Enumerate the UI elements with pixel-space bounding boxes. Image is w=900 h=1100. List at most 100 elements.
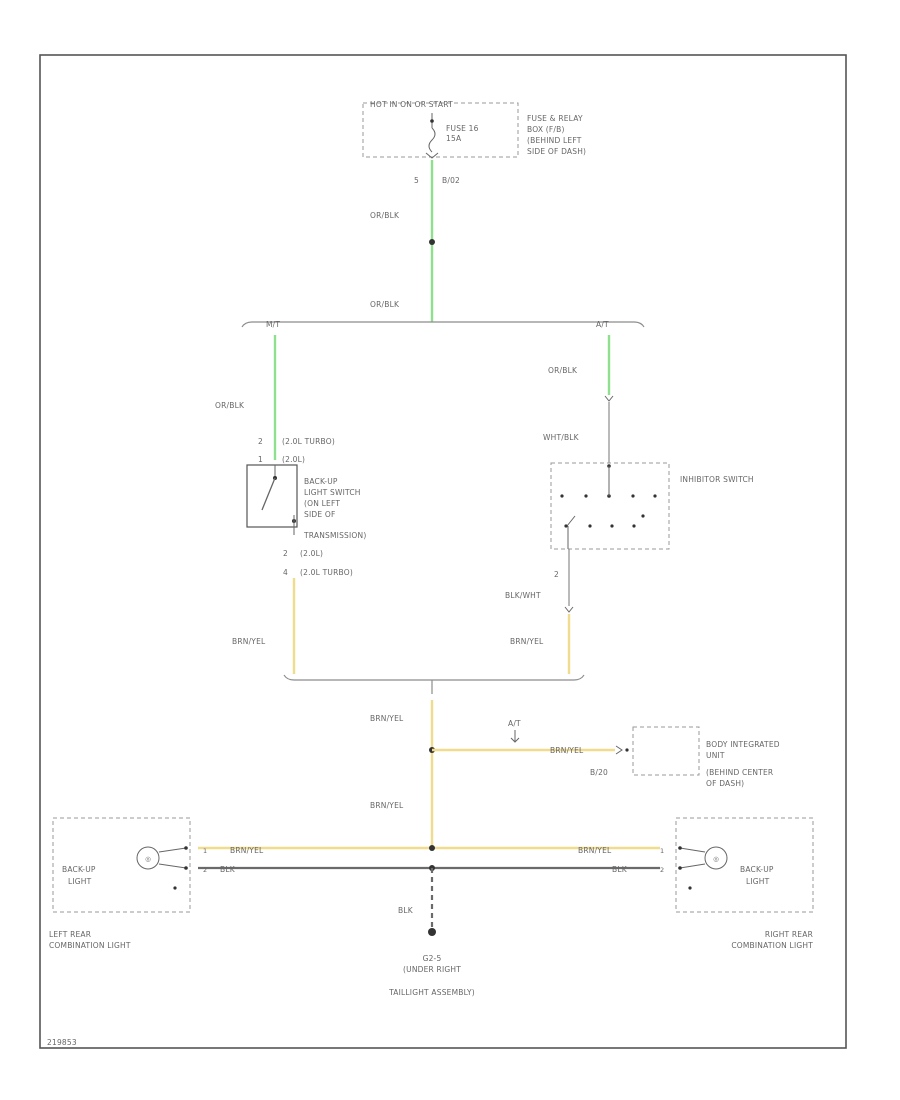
right-lamp-label-1: BACK-UP bbox=[740, 865, 774, 874]
fuse-rating: 15A bbox=[446, 134, 462, 143]
right-lamp-title-1: RIGHT REAR bbox=[765, 930, 813, 939]
right-lamp-label-2: LIGHT bbox=[746, 877, 770, 886]
inhibitor-contact-10 bbox=[632, 524, 636, 528]
biu-connector bbox=[615, 745, 623, 755]
left-lamp-label-1: BACK-UP bbox=[62, 865, 96, 874]
fuse-box-location-2: BOX (F/B) bbox=[527, 125, 565, 134]
right-bulb-lead-a bbox=[679, 847, 706, 853]
left-lamp-pin-a: 1 bbox=[203, 847, 207, 855]
inhibitor-contact-5 bbox=[631, 494, 635, 498]
fuse-box-location-4: SIDE OF DASH) bbox=[527, 147, 586, 156]
inhibitor-wiper bbox=[566, 515, 576, 527]
wire-label-or-blk-right: OR/BLK bbox=[548, 366, 578, 375]
switch-pin-bot-b-note: (2.0L TURBO) bbox=[300, 568, 353, 577]
switch-label-2: LIGHT SWITCH bbox=[304, 488, 361, 497]
inhibitor-contact-7 bbox=[564, 524, 568, 528]
biu-label-2: UNIT bbox=[706, 751, 725, 760]
left-bulb-lead-a bbox=[158, 847, 187, 853]
inhibitor-contact-9 bbox=[610, 524, 614, 528]
left-bulb-glyph: ◎ bbox=[145, 855, 151, 863]
wire-label-or-blk-1: OR/BLK bbox=[370, 211, 400, 220]
left-rear-lamp-box bbox=[52, 817, 191, 913]
fuse-name: FUSE 16 bbox=[446, 124, 479, 133]
right-lamp-terminal-b bbox=[678, 866, 682, 870]
wire-label-or-blk-2: OR/BLK bbox=[370, 300, 400, 309]
splice-dot-lamp-bus-top bbox=[429, 845, 435, 851]
fuse-pin-number: 5 bbox=[414, 176, 419, 185]
fuse-box bbox=[362, 102, 519, 158]
biu-at-marker bbox=[510, 730, 520, 743]
right-rear-lamp-box bbox=[675, 817, 814, 913]
right-lamp-terminal-a bbox=[678, 846, 682, 850]
wire-label-brn-yel-biu: BRN/YEL bbox=[550, 746, 584, 755]
left-lamp-terminal-a bbox=[184, 846, 188, 850]
fuse-box-location-1: FUSE & RELAY bbox=[527, 114, 583, 123]
wire-label-blk-ground: BLK bbox=[398, 906, 414, 915]
wire-label-brn-yel-right: BRN/YEL bbox=[510, 637, 544, 646]
backup-light-switch-body bbox=[246, 464, 298, 528]
split-label-mt: M/T bbox=[266, 320, 280, 329]
fuse-connector-id: B/02 bbox=[442, 176, 460, 185]
wire-label-blk-ll: BLK bbox=[220, 865, 236, 874]
left-lamp-terminal-c bbox=[173, 886, 177, 890]
inhibitor-contact-6 bbox=[653, 494, 657, 498]
ground-label-2: (UNDER RIGHT bbox=[403, 965, 461, 974]
fuse-box-title: HOT IN ON OR START bbox=[370, 100, 453, 109]
wire-label-brn-yel-ll: BRN/YEL bbox=[230, 846, 264, 855]
biu-label-3: (BEHIND CENTER bbox=[706, 768, 773, 777]
switch-label-5: TRANSMISSION) bbox=[303, 531, 366, 540]
left-lamp-terminal-b bbox=[184, 866, 188, 870]
switch-pin-bot-a-note: (2.0L) bbox=[300, 549, 323, 558]
inhibitor-switch-box bbox=[550, 462, 670, 550]
splice-dot-feed bbox=[429, 239, 435, 245]
ground-label-1: G2-5 bbox=[423, 954, 442, 963]
left-lamp-label-2: LIGHT bbox=[68, 877, 92, 886]
right-lamp-terminal-c bbox=[688, 886, 692, 890]
wire-label-brn-yel-mid2: BRN/YEL bbox=[370, 801, 404, 810]
right-lamp-pin-b: 2 bbox=[660, 866, 664, 874]
biu-terminal-dot bbox=[625, 748, 629, 752]
inhibitor-switch-label: INHIBITOR SWITCH bbox=[680, 475, 754, 484]
wire-label-blk-wht: BLK/WHT bbox=[505, 591, 541, 600]
split-label-at: A/T bbox=[596, 320, 609, 329]
wire-label-brn-yel-mid1: BRN/YEL bbox=[370, 714, 404, 723]
right-backup-bulb-icon bbox=[704, 846, 728, 870]
switch-pin-top-a: 2 bbox=[258, 437, 263, 446]
left-bulb-lead-b bbox=[158, 863, 187, 869]
wire-label-brn-yel-left: BRN/YEL bbox=[232, 637, 266, 646]
switch-pin-top-a-note: (2.0L TURBO) bbox=[282, 437, 335, 446]
body-integrated-unit-box bbox=[632, 726, 700, 776]
right-bulb-lead-b bbox=[679, 863, 706, 869]
fuse-box-location-3: (BEHIND LEFT bbox=[527, 136, 582, 145]
fuse-element bbox=[428, 127, 436, 153]
biu-at-label: A/T bbox=[508, 719, 521, 728]
biu-connector-id: B/20 bbox=[590, 768, 608, 777]
connector-right-upper bbox=[604, 395, 614, 402]
wire-label-or-blk-left: OR/BLK bbox=[215, 401, 245, 410]
biu-label-4: OF DASH) bbox=[706, 779, 744, 788]
ground-label-3: TAILLIGHT ASSEMBLY) bbox=[388, 988, 475, 997]
figure-code: 219853 bbox=[47, 1038, 77, 1047]
fuse-connector bbox=[425, 152, 439, 159]
left-backup-bulb-icon bbox=[136, 846, 160, 870]
biu-label-1: BODY INTEGRATED bbox=[706, 740, 780, 749]
switch-blade bbox=[261, 477, 276, 511]
right-bulb-glyph: ◎ bbox=[713, 855, 719, 863]
left-lamp-pin-b: 2 bbox=[203, 866, 207, 874]
fuse-terminal-dot bbox=[430, 119, 434, 123]
inhibitor-contact-2 bbox=[560, 494, 564, 498]
ground-point bbox=[428, 928, 436, 936]
wire-label-brn-yel-rl: BRN/YEL bbox=[578, 846, 612, 855]
mt-at-split-bar bbox=[241, 321, 645, 328]
switch-pin-top-b: 1 bbox=[258, 455, 263, 464]
merge-bar bbox=[283, 674, 585, 681]
right-lamp-title-2: COMBINATION LIGHT bbox=[731, 941, 813, 950]
switch-label-1: BACK-UP bbox=[304, 477, 338, 486]
inhibitor-contact-3 bbox=[584, 494, 588, 498]
right-lamp-pin-a: 1 bbox=[660, 847, 664, 855]
wire-label-wht-blk: WHT/BLK bbox=[543, 433, 580, 442]
connector-right-lower bbox=[564, 606, 574, 613]
inhibitor-contact-8 bbox=[588, 524, 592, 528]
switch-pin-bot-a: 2 bbox=[283, 549, 288, 558]
